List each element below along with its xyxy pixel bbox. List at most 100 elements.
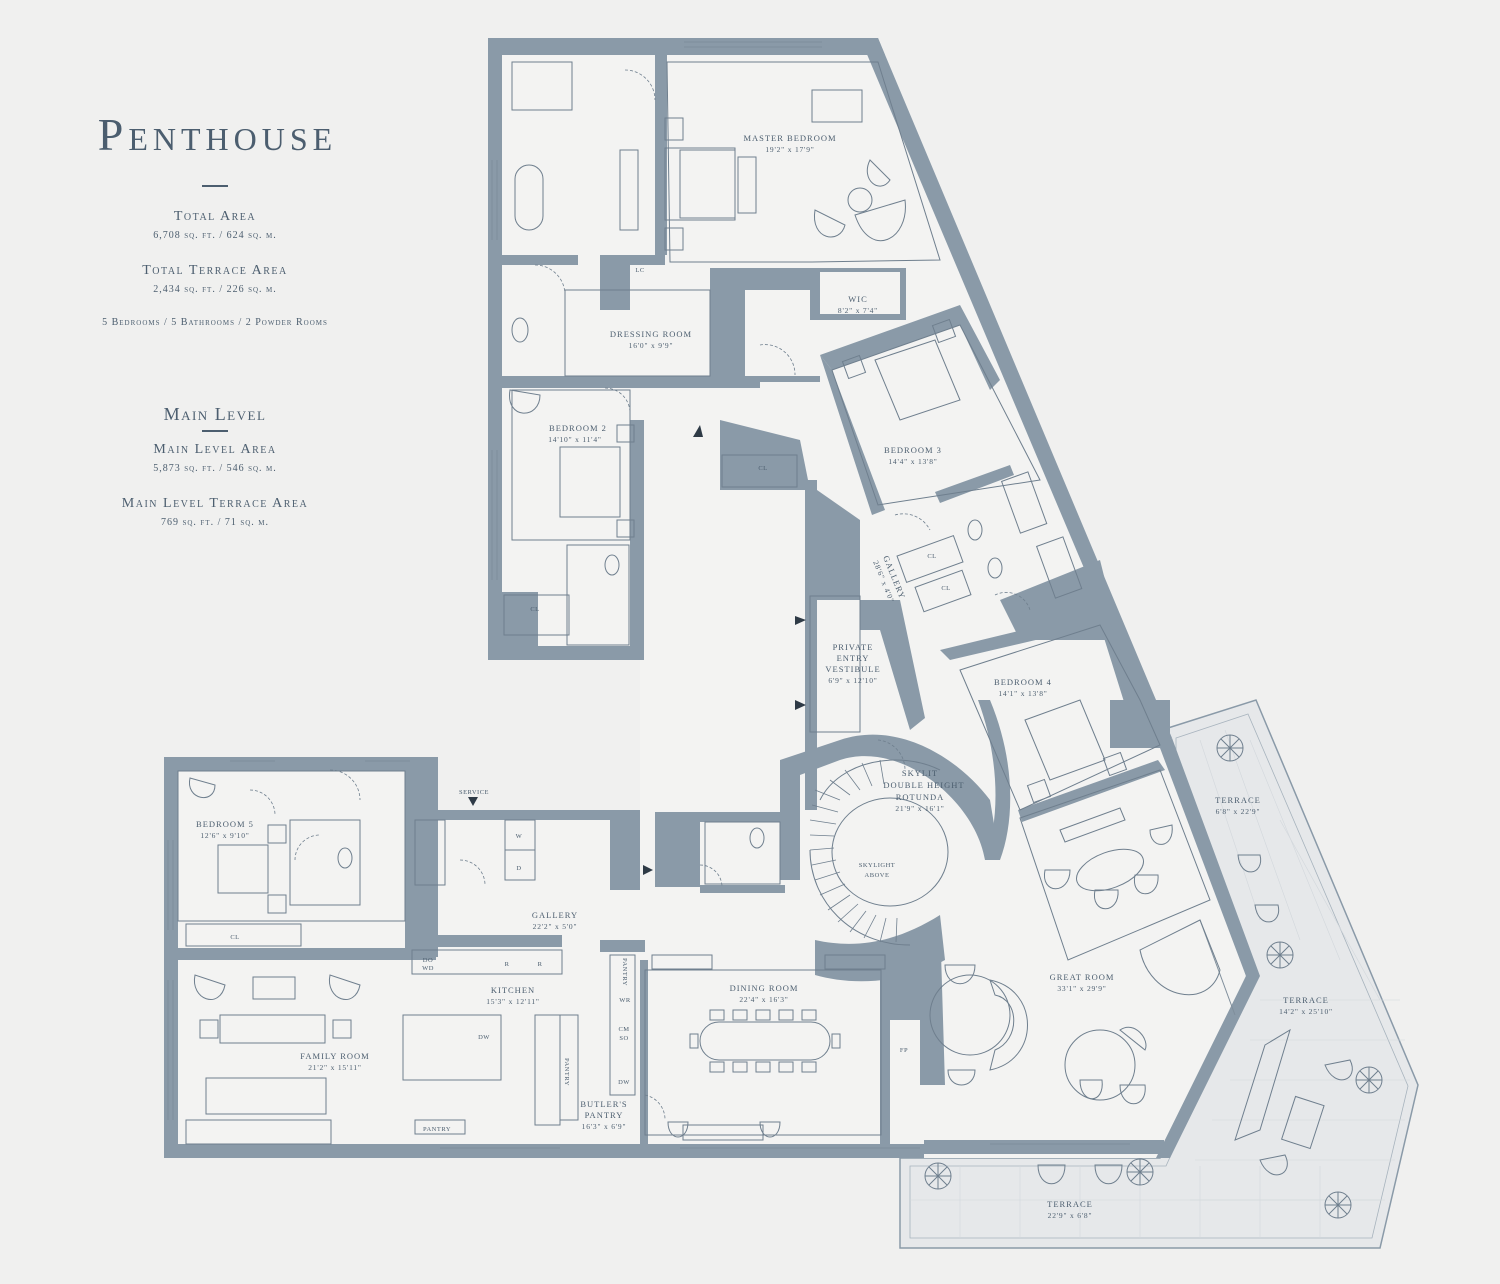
wall-dressing-bottom xyxy=(500,376,760,388)
main-level-terrace-value: 769 sq. ft. / 71 sq. m. xyxy=(160,516,270,528)
family-coffee-table xyxy=(252,976,296,1000)
door-swings xyxy=(249,69,1031,1121)
wall-dining-west xyxy=(640,960,648,1150)
wall-bedroom5-top xyxy=(164,757,418,771)
fixture-labels: SERVICE LC CL CL CL CL CL W D DO WD R R … xyxy=(230,267,950,1133)
entry-arrow-right-1 xyxy=(795,616,806,625)
butlers-pantry-dim: 16'3" x 6'9" xyxy=(582,1122,627,1131)
entry-arrow-right-3 xyxy=(643,865,653,875)
wall-family-top xyxy=(176,948,436,960)
cl-bedroom5-outline xyxy=(185,923,302,947)
pantry-label-family: PANTRY xyxy=(423,1126,451,1133)
bedroom3-bed xyxy=(874,339,961,421)
great-room-chair-9 xyxy=(1119,1084,1146,1105)
main-level-area-label: Main Level Area xyxy=(153,441,277,457)
master-desk xyxy=(811,89,863,123)
gallery-horizontal-dim: 22'2" x 5'0" xyxy=(533,922,578,931)
dining-chairs xyxy=(689,1009,841,1073)
great-room-chair-8 xyxy=(1079,1079,1103,1100)
cl-label-bedroom5: CL xyxy=(230,934,239,941)
rotunda-dim: 21'9" x 16'1" xyxy=(895,804,944,813)
wall-fp xyxy=(880,920,945,1085)
service-arrow-down xyxy=(468,797,478,806)
master-chair xyxy=(866,159,891,187)
page-title: Penthouse xyxy=(97,109,338,160)
pantry-vertical-1: PANTRY xyxy=(621,958,628,986)
bedroom2-dim: 14'10" x 11'4" xyxy=(548,435,602,444)
umbrella xyxy=(1355,1066,1383,1094)
dressing-room-dim: 16'0" x 9'9" xyxy=(629,341,674,350)
bedroom2-bed xyxy=(559,446,621,518)
wall-powder-bottom xyxy=(700,885,785,893)
great-room-dim: 33'1" x 29'9" xyxy=(1057,984,1106,993)
bedroom2-nightstand-2 xyxy=(616,519,635,538)
wall-service-top xyxy=(410,810,630,820)
main-level-terrace-label: Main Level Terrace Area xyxy=(121,495,309,511)
total-area-value: 6,708 sq. ft. / 624 sq. m. xyxy=(153,229,277,241)
master-bedroom-dim: 19'2" x 17'9" xyxy=(765,145,814,154)
grand-piano xyxy=(1139,919,1221,996)
wd-label: WD xyxy=(422,965,434,972)
master-nightstand-2 xyxy=(664,227,684,251)
bedroom3-nightstand-2 xyxy=(931,318,957,344)
main-level-divider xyxy=(202,429,228,432)
bath3-toilet xyxy=(967,519,983,541)
vestibule-label-3: VESTIBULE xyxy=(825,664,880,674)
bedroom5-chair xyxy=(189,777,216,799)
wall-bedroom2-east xyxy=(630,420,644,660)
butlers-pantry-label-2: PANTRY xyxy=(585,1110,624,1120)
great-room-curved-sofa xyxy=(989,979,1028,1071)
terrace-east-label: TERRACE xyxy=(1283,995,1329,1005)
terrace-chair-3 xyxy=(1237,854,1262,873)
wall-pantry-top xyxy=(600,940,645,952)
great-room-sofa xyxy=(1059,807,1126,843)
master-toilet xyxy=(511,317,529,343)
so-label: SO xyxy=(619,1035,628,1042)
terrace-south-label: TERRACE xyxy=(1047,1199,1093,1209)
terrace-umbrellas xyxy=(924,734,1383,1219)
bath4-toilet xyxy=(987,557,1003,579)
dining-sideboard-2 xyxy=(651,954,713,970)
vestibule-dim: 6'9" x 12'10" xyxy=(828,676,877,685)
terrace-area-label: Total Terrace Area xyxy=(142,262,288,278)
butlers-pantry-cabinets xyxy=(609,954,636,1096)
wall-service-east xyxy=(610,810,640,890)
terrace-tile-grid xyxy=(910,729,1410,1238)
family-banquette xyxy=(185,1119,332,1145)
bedroom3-nightstand-1 xyxy=(841,354,867,380)
family-side-table-1 xyxy=(199,1019,219,1039)
furniture xyxy=(189,89,1353,1185)
wic-label: WIC xyxy=(848,294,868,304)
bedroom5-label: BEDROOM 5 xyxy=(196,819,254,829)
great-room-chair-6 xyxy=(947,1069,976,1086)
cm-label: CM xyxy=(618,1026,629,1033)
wall-master-west xyxy=(655,55,667,255)
bedroom4-nightstand-2 xyxy=(1102,751,1128,777)
terrace-north-dim: 6'8" x 22'9" xyxy=(1216,807,1261,816)
bedroom3-outline xyxy=(831,324,1041,506)
main-level-title: Main Level xyxy=(163,403,267,424)
pantry-vertical-2: PANTRY xyxy=(563,1058,570,1086)
skylight-label-2: ABOVE xyxy=(865,872,890,879)
bedroom3-tub xyxy=(1000,471,1048,534)
lc-label: LC xyxy=(635,267,644,274)
kitchen-dim: 15'3" x 12'11" xyxy=(486,997,540,1006)
wic-floor xyxy=(820,272,900,314)
family-chair-2 xyxy=(328,974,361,1000)
kitchen-label: KITCHEN xyxy=(491,985,535,995)
bedroom2-label: BEDROOM 2 xyxy=(549,423,607,433)
family-room-label: FAMILY ROOM xyxy=(300,1051,369,1061)
terrace-south-dim: 22'9" x 6'8" xyxy=(1048,1211,1093,1220)
bedroom5-nightstand-2 xyxy=(267,894,287,914)
cl-bedroom4 xyxy=(914,569,972,613)
wr-label: WR xyxy=(619,997,631,1004)
master-nightstand-1 xyxy=(664,117,684,141)
powder-toilet xyxy=(749,827,765,849)
main-level-area-value: 5,873 sq. ft. / 546 sq. m. xyxy=(153,462,277,474)
great-room-round-table xyxy=(929,974,1011,1056)
entry-arrow-up xyxy=(693,425,703,437)
bedroom3-dim: 14'4" x 13'8" xyxy=(888,457,937,466)
wall-bedroom3-west xyxy=(820,355,885,515)
wall-great-room-east xyxy=(1156,738,1260,1158)
bath4-tub xyxy=(1035,536,1083,599)
